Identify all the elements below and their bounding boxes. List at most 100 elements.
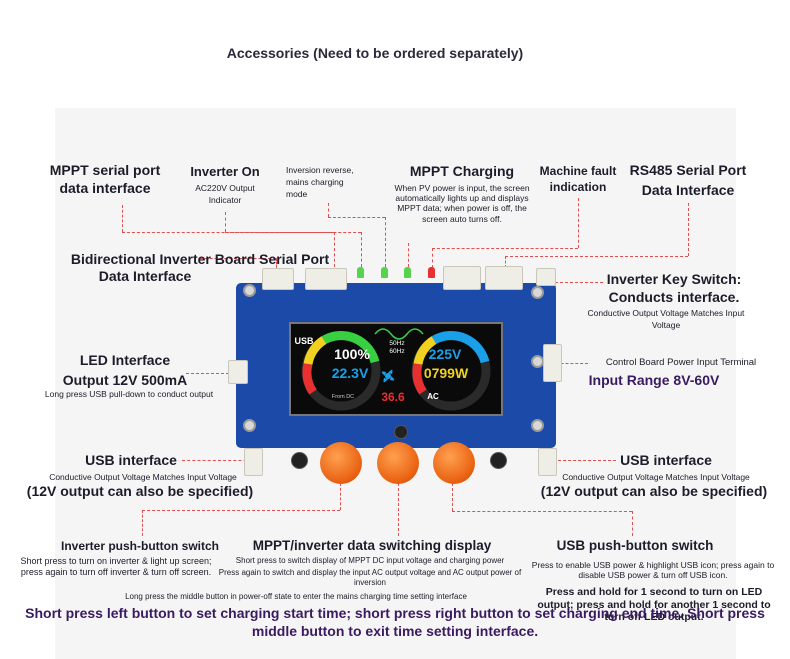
mounting-hole [531,286,544,299]
lcd-screen: USB 100% 22.3V From DC 50Hz 60Hz 36.6 22… [289,322,503,416]
from-dc-label: From DC [331,394,355,400]
leader-line [361,232,362,267]
left-gauge-yellow [303,336,327,365]
usb-left-title: USB interface [85,452,177,468]
leader-line [546,363,588,364]
fault-title-1: Machine fault [539,164,617,178]
usb-right-spec: (12V output can also be specified) [540,483,768,499]
left-value-2: 22.3V [331,365,369,381]
rs485-connector [485,266,523,290]
mppt-serial-connector [262,268,294,290]
inverter-on-title: Inverter On [190,164,260,179]
mppt-charging-note: When PV power is input, the screen autom… [394,183,530,224]
inversion-label-3: mode [286,189,308,199]
mppt-port-label-1: MPPT serial port [49,162,161,178]
inverter-key-connector [443,266,481,290]
usb-left-spec: (12V output can also be specified) [26,483,254,499]
capacitor [291,452,308,469]
footer-line-1: Short press left button to set charging … [25,605,765,621]
rs485-title-2: Data Interface [641,182,735,198]
input-range-label: Input Range 8V-60V [588,372,720,388]
usb-right-title: USB interface [620,452,712,468]
key-switch-title-1: Inverter Key Switch: [606,271,742,287]
right-gauge-yellow [413,336,437,365]
left-gauge-red [302,362,317,395]
fan-icon [381,369,395,383]
leader-line [328,217,385,218]
inverter-button-note: Short press to turn on inverter & light … [20,556,212,577]
capacitor [490,452,507,469]
key-switch-title-2: Conducts interface. [608,289,740,305]
leader-line [452,511,632,512]
mppt-charging-led [404,267,411,278]
page-title: Accessories (Need to be ordered separate… [226,45,524,61]
leader-line [505,256,688,257]
center-value: 36.6 [381,390,405,404]
usb-right-note: Conductive Output Voltage Matches Input … [562,472,750,482]
usb-left-note: Conductive Output Voltage Matches Input … [49,472,237,482]
inversion-label-2: mains charging [286,177,344,187]
leader-line [328,203,329,217]
usb-button-hold-note: Press and hold for 1 second to turn on L… [537,586,771,624]
freq-1: 50Hz [389,340,405,347]
leader-line [398,483,399,536]
leader-line [142,510,143,536]
key-switch-note-2: Voltage [651,320,681,330]
fault-title-2: indication [549,180,607,194]
inverter-on-note-1: AC220V Output [195,183,255,193]
leader-line [632,511,633,536]
leader-line [408,243,409,267]
capacitor [394,425,408,439]
left-gauge-green [321,331,380,364]
inversion-label-1: Inversion reverse, [286,165,354,175]
switch-display-note-3: Long press the middle button in power-of… [125,592,467,601]
usb-icon: USB [294,336,314,346]
leader-line [122,205,123,232]
leader-line [545,282,603,283]
ctrl-power-label: Control Board Power Input Terminal [605,357,757,368]
right-value-1: 225V [428,346,462,362]
switch-display-note-1: Short press to switch display of MPPT DC… [235,556,505,565]
bidirectional-serial-connector [305,268,347,290]
leader-line [225,212,226,232]
gauge-graphics [301,328,491,411]
leader-line [578,198,579,248]
freq-2: 60Hz [389,348,405,355]
leader-line [340,483,341,510]
usb-button-title: USB push-button switch [556,538,714,553]
switch-display-note-2: Press again to switch and display the in… [218,568,522,587]
usb-push-button[interactable] [433,442,475,484]
led-title-2: Output 12V 500mA [62,372,188,388]
leader-line [452,483,453,511]
inverter-on-note-2: Indicator [208,195,242,205]
leader-line [142,510,340,511]
inverter-push-button[interactable] [320,442,362,484]
right-value-2: 0799W [423,365,469,381]
switch-display-title: MPPT/inverter data switching display [252,538,492,553]
bidir-title-2: Data Interface [98,268,192,284]
usb-left-connector [244,448,263,476]
power-input-terminal [543,344,562,382]
leader-line [553,460,616,461]
inverter-button-title: Inverter push-button switch [60,539,219,553]
leader-line [276,258,277,268]
led-title-1: LED Interface [79,352,171,368]
ac-label: AC [427,392,439,401]
key-switch-note-1: Conductive Output Voltage Matches Input [587,308,745,318]
data-switch-push-button[interactable] [377,442,419,484]
inverter-on-led [357,267,364,278]
fault-led [428,267,435,278]
right-gauge-blue [431,331,490,364]
leader-line [186,373,244,374]
leader-line [334,232,335,267]
leader-line [688,203,689,256]
aux-connector [536,268,556,286]
leader-line [432,248,433,268]
usb-right-connector [538,448,557,476]
bidir-title-1: Bidirectional Inverter Board Serial Port [70,251,330,267]
leader-line [505,256,506,268]
footer-line-2: middle button to exit time setting inter… [251,623,539,639]
right-gauge-red [412,362,427,395]
inversion-reverse-led [381,267,388,278]
sine-wave-icon [374,328,424,340]
